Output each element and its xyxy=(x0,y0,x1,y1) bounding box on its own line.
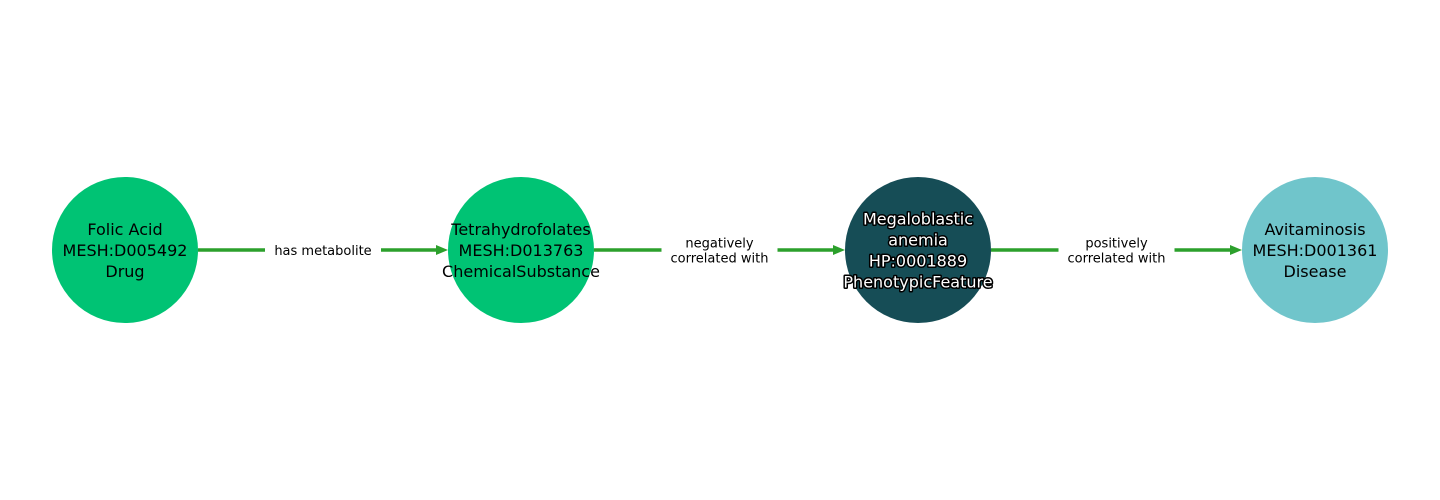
edge-label: negatively xyxy=(685,237,753,252)
node-circle[interactable] xyxy=(1242,177,1388,323)
graph-node[interactable]: Megaloblastic anemiaHP:0001889PhenotypicF… xyxy=(842,177,994,323)
node-label: Megaloblastic xyxy=(863,210,973,229)
node-label: Drug xyxy=(105,262,144,281)
node-label: Disease xyxy=(1284,262,1347,281)
edge: has metabolite xyxy=(198,244,448,259)
edge-label: correlated with xyxy=(1068,252,1166,267)
node-label: Tetrahydrofolates xyxy=(450,220,590,239)
arrowhead-icon xyxy=(436,245,448,255)
node-circle[interactable] xyxy=(845,177,991,323)
node-label: MESH:D001361 xyxy=(1253,241,1378,260)
node-label: Folic Acid xyxy=(87,220,162,239)
edge-label: has metabolite xyxy=(274,244,371,259)
edge-label: correlated with xyxy=(671,252,769,267)
node-circle[interactable] xyxy=(448,177,594,323)
node-circle[interactable] xyxy=(52,177,198,323)
node-label: ChemicalSubstance xyxy=(442,262,600,281)
node-label: Avitaminosis xyxy=(1264,220,1365,239)
node-label: MESH:D013763 xyxy=(459,241,584,260)
node-label: PhenotypicFeature xyxy=(843,273,992,292)
node-label: anemia xyxy=(888,231,948,250)
node-label: HP:0001889 xyxy=(869,252,967,271)
arrowhead-icon xyxy=(1230,245,1242,255)
edge-label: positively xyxy=(1085,237,1148,252)
graph-node[interactable]: TetrahydrofolatesMESH:D013763ChemicalSub… xyxy=(442,177,600,323)
arrowhead-icon xyxy=(833,245,845,255)
node-label: MESH:D005492 xyxy=(63,241,188,260)
